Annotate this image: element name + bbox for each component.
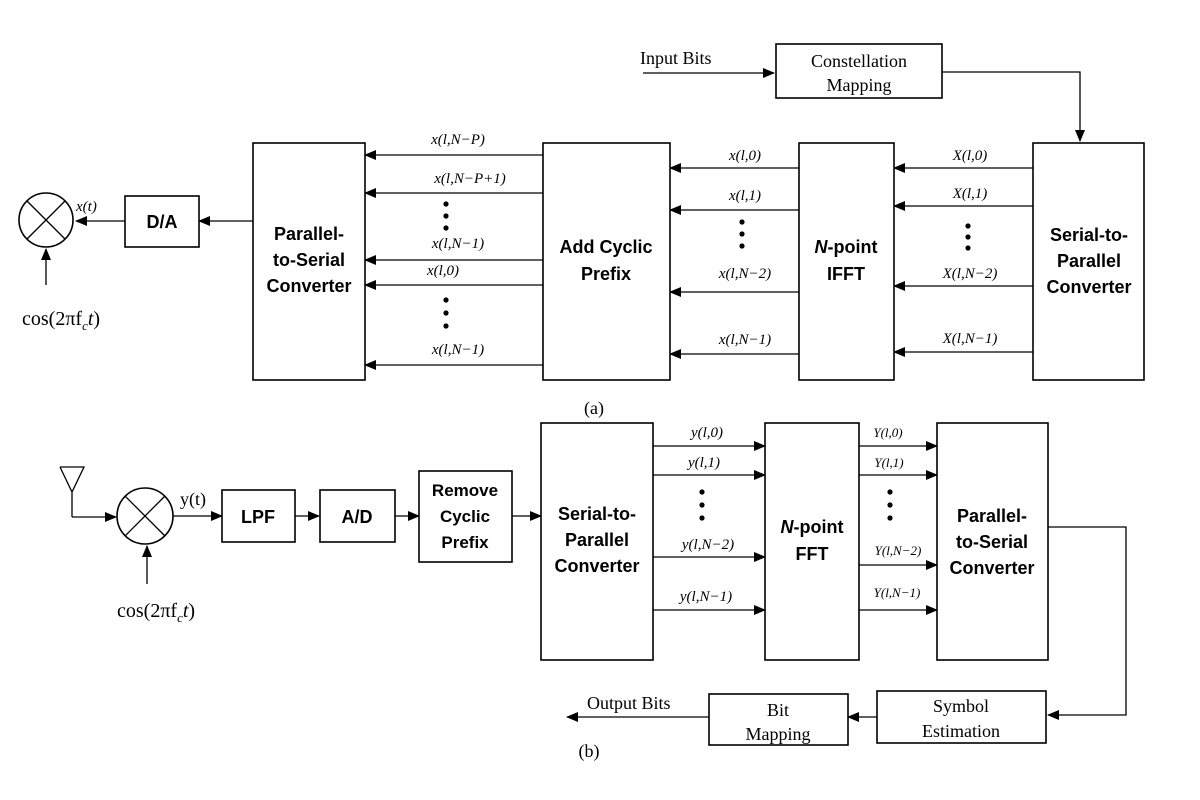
mapping-to-sp-arrow xyxy=(942,71,1085,142)
cp-label-4: x(l,N−1) xyxy=(431,342,484,358)
ad-label: A/D xyxy=(342,507,373,527)
ps-b-line2: to-Serial xyxy=(956,532,1028,552)
x-label-0: x(l,0) xyxy=(728,148,761,164)
lpf-label: LPF xyxy=(241,507,275,527)
carrier-b-label: cos(2πfct) xyxy=(117,600,195,625)
fft-line1: N-point xyxy=(781,517,844,537)
yt-label: y(t) xyxy=(180,489,206,510)
y-label-0: y(l,0) xyxy=(689,425,723,441)
sp-b-line3: Converter xyxy=(554,556,639,576)
carrier-a-label: cos(2πfct) xyxy=(22,308,100,333)
Y-label-2: Y(l,N−2) xyxy=(875,543,922,558)
ifft-block: N-point IFFT xyxy=(798,142,895,381)
Y-label-3: Y(l,N−1) xyxy=(874,585,921,600)
sp-b-line1: Serial-to- xyxy=(558,504,636,524)
cp-label-1: x(l,N−P+1) xyxy=(433,171,505,187)
panel-b-receiver: cos(2πfct) y(t) LPF A/D Remove Cyclic Pr… xyxy=(59,422,1127,762)
ad-block: A/D xyxy=(319,489,396,543)
sp-a-line2: Parallel xyxy=(1057,251,1121,271)
rcp-line2: Cyclic xyxy=(440,507,490,526)
ellipsis-dots-cp-lower xyxy=(443,297,449,329)
rcp-line3: Prefix xyxy=(441,533,489,552)
add-cyclic-prefix-block: Add Cyclic Prefix xyxy=(542,142,671,381)
constellation-mapping-line1: Constellation xyxy=(811,51,907,71)
x-label-3: x(l,N−1) xyxy=(718,332,771,348)
da-label: D/A xyxy=(147,212,178,232)
Y-label-1: Y(l,1) xyxy=(874,455,903,470)
caption-b: (b) xyxy=(579,741,600,762)
X-label-0: X(l,0) xyxy=(952,148,988,164)
ps-b-line1: Parallel- xyxy=(957,506,1027,526)
Y-label-0: Y(l,0) xyxy=(873,425,902,440)
cp-label-0: x(l,N−P) xyxy=(430,132,485,148)
cp-label-2: x(l,N−1) xyxy=(431,236,484,252)
X-label-3: X(l,N−1) xyxy=(942,331,998,347)
antenna-icon xyxy=(59,466,86,517)
sp-a-line3: Converter xyxy=(1046,277,1131,297)
ps-to-symbol-arrow xyxy=(1047,526,1127,720)
y-label-3: y(l,N−1) xyxy=(678,589,732,605)
input-bits-label: Input Bits xyxy=(640,48,712,68)
serial-to-parallel-block-b: Serial-to- Parallel Converter xyxy=(540,422,654,661)
ps-a-line1: Parallel- xyxy=(274,224,344,244)
cp-label-3: x(l,0) xyxy=(426,263,459,279)
x-label-1: x(l,1) xyxy=(728,188,761,204)
mixer-icon-b xyxy=(116,487,174,545)
add-cp-line2: Prefix xyxy=(581,264,631,284)
mixer-icon-a xyxy=(18,192,74,248)
ellipsis-dots-y xyxy=(699,489,705,521)
panel-a-transmitter: Input Bits Constellation Mapping Serial-… xyxy=(18,43,1145,419)
bit-mapping-line2: Mapping xyxy=(746,724,811,744)
bit-mapping-line1: Bit xyxy=(767,700,789,720)
ps-a-line2: to-Serial xyxy=(273,250,345,270)
y-label-2: y(l,N−2) xyxy=(680,537,734,553)
ps-b-line3: Converter xyxy=(949,558,1034,578)
constellation-mapping-block: Constellation Mapping xyxy=(775,43,943,99)
parallel-to-serial-block-a: Parallel- to-Serial Converter xyxy=(252,142,366,381)
X-label-1: X(l,1) xyxy=(952,186,988,202)
symbol-estimation-block: Symbol Estimation xyxy=(876,690,1047,744)
fft-block: N-point FFT xyxy=(764,422,860,661)
ifft-line1: N-point xyxy=(815,237,878,257)
sp-a-line1: Serial-to- xyxy=(1050,225,1128,245)
ellipsis-dots-cp-upper xyxy=(443,201,449,231)
x-label-2: x(l,N−2) xyxy=(718,266,771,282)
X-label-2: X(l,N−2) xyxy=(942,266,998,282)
sp-b-line2: Parallel xyxy=(565,530,629,550)
serial-to-parallel-block-a: Serial-to- Parallel Converter xyxy=(1032,142,1145,381)
bit-mapping-block: Bit Mapping xyxy=(708,693,849,746)
output-bits-label: Output Bits xyxy=(587,693,671,713)
rcp-line1: Remove xyxy=(432,481,498,500)
da-block: D/A xyxy=(124,195,200,248)
ps-a-line3: Converter xyxy=(266,276,351,296)
ellipsis-dots-x xyxy=(739,219,745,249)
symbol-estimation-line2: Estimation xyxy=(922,721,1000,741)
add-cp-line1: Add Cyclic xyxy=(559,237,652,257)
remove-cyclic-prefix-block: Remove Cyclic Prefix xyxy=(418,470,513,563)
xt-label: x(t) xyxy=(75,199,97,215)
lpf-block: LPF xyxy=(221,489,296,543)
constellation-mapping-line2: Mapping xyxy=(827,75,892,95)
fft-line2: FFT xyxy=(796,544,829,564)
parallel-to-serial-block-b: Parallel- to-Serial Converter xyxy=(936,422,1049,661)
ellipsis-dots-X xyxy=(965,223,971,251)
ifft-line2: IFFT xyxy=(827,264,865,284)
ellipsis-dots-Y xyxy=(887,489,893,521)
caption-a: (a) xyxy=(584,398,604,419)
symbol-estimation-line1: Symbol xyxy=(933,696,989,716)
y-label-1: y(l,1) xyxy=(686,455,720,471)
